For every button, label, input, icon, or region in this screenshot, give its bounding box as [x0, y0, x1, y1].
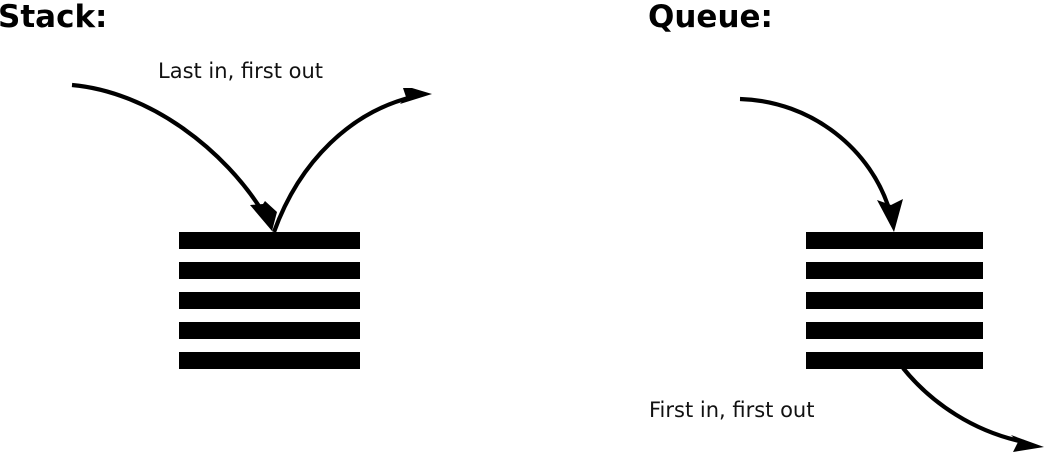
stack-bar — [179, 322, 360, 339]
stack-pop-arrow-icon — [272, 88, 432, 233]
stack-bar — [179, 262, 360, 279]
stack-bar — [179, 292, 360, 309]
queue-bar — [806, 232, 983, 249]
queue-title: Queue: — [648, 0, 773, 35]
stack-title: Stack: — [0, 0, 108, 35]
queue-bar — [806, 292, 983, 309]
stack-push-arrow-icon — [71, 82, 277, 231]
queue-bar — [806, 262, 983, 279]
queue-caption-first-in-first-out: First in, first out — [649, 398, 815, 422]
queue-bar — [806, 352, 983, 369]
queue-enqueue-arrow-icon — [739, 96, 903, 232]
stack-caption-last-in-first-out: Last in, first out — [158, 59, 324, 83]
stack-bar — [179, 232, 360, 249]
queue-bar — [806, 322, 983, 339]
stack-bar — [179, 352, 360, 369]
queue-dequeue-arrow-icon — [901, 366, 1044, 452]
